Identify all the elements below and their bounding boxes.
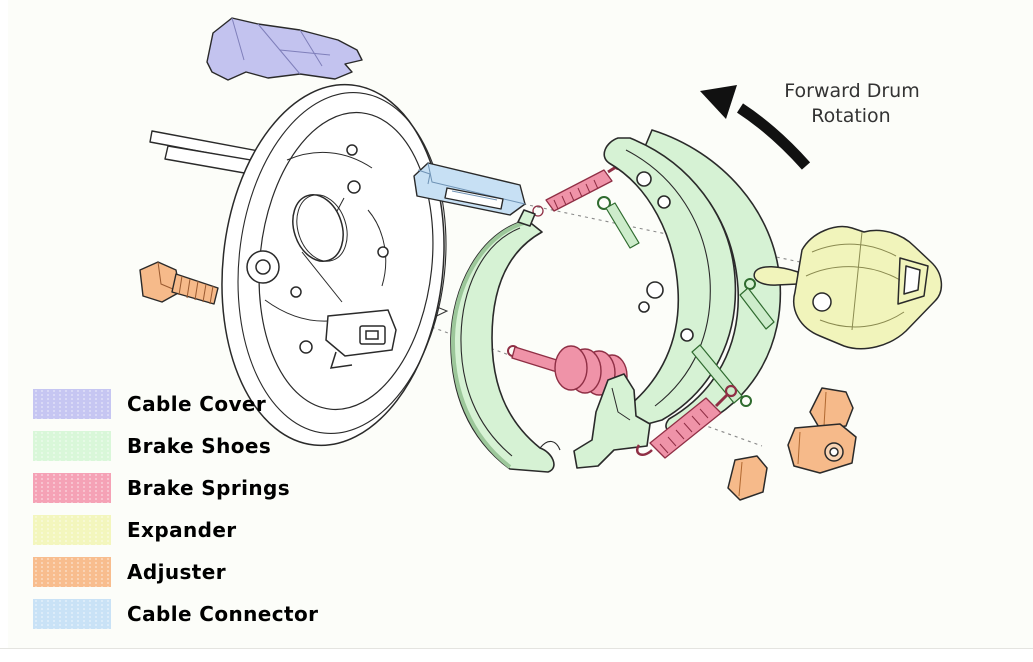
rotation-annotation: Forward Drum Rotation bbox=[784, 80, 919, 127]
cable-connector-part bbox=[413, 162, 526, 216]
legend-row-brake-shoes: Brake Shoes bbox=[33, 431, 318, 461]
legend-swatch-cable-connector bbox=[33, 599, 111, 629]
legend-row-brake-springs: Brake Springs bbox=[33, 473, 318, 503]
legend-swatch-brake-springs bbox=[33, 473, 111, 503]
cable-cover-part bbox=[206, 17, 363, 81]
legend-swatch-cable-cover bbox=[33, 389, 111, 419]
rotation-arrow bbox=[700, 85, 811, 170]
legend-swatch-brake-shoes bbox=[33, 431, 111, 461]
rotation-annotation-line1: Forward Drum bbox=[784, 80, 919, 102]
legend-swatch-expander bbox=[33, 515, 111, 545]
bottom-margin bbox=[0, 648, 1033, 662]
anchor-bolt bbox=[139, 261, 219, 305]
legend-label-cable-connector: Cable Connector bbox=[127, 602, 319, 626]
legend: Cable Cover Brake Shoes Brake Springs Ex… bbox=[33, 389, 318, 629]
rotation-annotation-line2: Rotation bbox=[811, 105, 890, 127]
left-margin bbox=[0, 0, 8, 662]
legend-row-expander: Expander bbox=[33, 515, 318, 545]
legend-label-expander: Expander bbox=[127, 518, 237, 542]
legend-row-adjuster: Adjuster bbox=[33, 557, 318, 587]
legend-label-adjuster: Adjuster bbox=[127, 560, 226, 584]
legend-label-cable-cover: Cable Cover bbox=[127, 392, 267, 416]
brake-shoe-right-assembly bbox=[573, 129, 782, 469]
legend-label-brake-springs: Brake Springs bbox=[127, 476, 290, 500]
expander-part bbox=[753, 226, 943, 350]
brake-shoe-left bbox=[450, 209, 561, 473]
brake-spring-lower bbox=[635, 384, 738, 459]
legend-row-cable-connector: Cable Connector bbox=[33, 599, 318, 629]
legend-row-cable-cover: Cable Cover bbox=[33, 389, 318, 419]
backing-plate bbox=[221, 83, 447, 447]
legend-swatch-adjuster bbox=[33, 557, 111, 587]
adjuster-parts bbox=[727, 387, 857, 501]
legend-label-brake-shoes: Brake Shoes bbox=[127, 434, 272, 458]
